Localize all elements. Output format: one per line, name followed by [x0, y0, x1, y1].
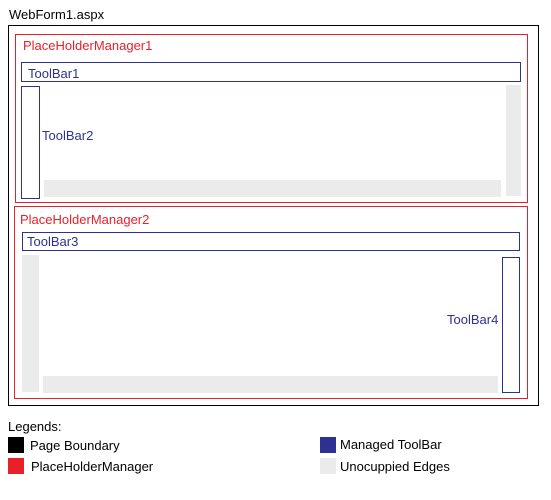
- legend-label-managed-toolbar: Managed ToolBar: [340, 437, 442, 452]
- unoccupied-edge-left-2: [22, 255, 39, 392]
- toolbar-2-label: ToolBar2: [42, 128, 94, 143]
- page-title: WebForm1.aspx: [9, 7, 105, 22]
- placeholder-manager-1-label: PlaceHolderManager1: [23, 38, 153, 53]
- toolbar-3-label: ToolBar3: [27, 234, 79, 249]
- placeholder-manager-2-label: PlaceHolderManager2: [20, 212, 150, 227]
- legend-swatch-placeholder-manager: [8, 458, 24, 474]
- unoccupied-edge-bottom-2: [43, 376, 498, 393]
- legend-swatch-managed-toolbar: [320, 437, 336, 453]
- toolbar-2: [21, 86, 40, 199]
- unoccupied-edge-right-1: [506, 85, 521, 196]
- legend-label-unoccupied-edges: Unocuppied Edges: [340, 459, 450, 474]
- toolbar-4-label: ToolBar4: [447, 312, 499, 327]
- legend-label-page-boundary: Page Boundary: [30, 438, 120, 453]
- unoccupied-edge-bottom-1: [44, 180, 501, 197]
- legend-title: Legends:: [8, 419, 62, 434]
- page-boundary: [8, 25, 539, 406]
- placeholder-manager-2: [14, 206, 528, 399]
- toolbar-4: [502, 257, 520, 393]
- legend-label-placeholder-manager: PlaceHolderManager: [31, 459, 154, 474]
- toolbar-1-label: ToolBar1: [28, 66, 80, 81]
- placeholder-manager-1: [15, 34, 528, 203]
- legend-swatch-unoccupied-edges: [320, 458, 336, 474]
- toolbar-1: [21, 62, 521, 82]
- toolbar-3: [22, 232, 520, 251]
- legend-swatch-page-boundary: [8, 437, 24, 453]
